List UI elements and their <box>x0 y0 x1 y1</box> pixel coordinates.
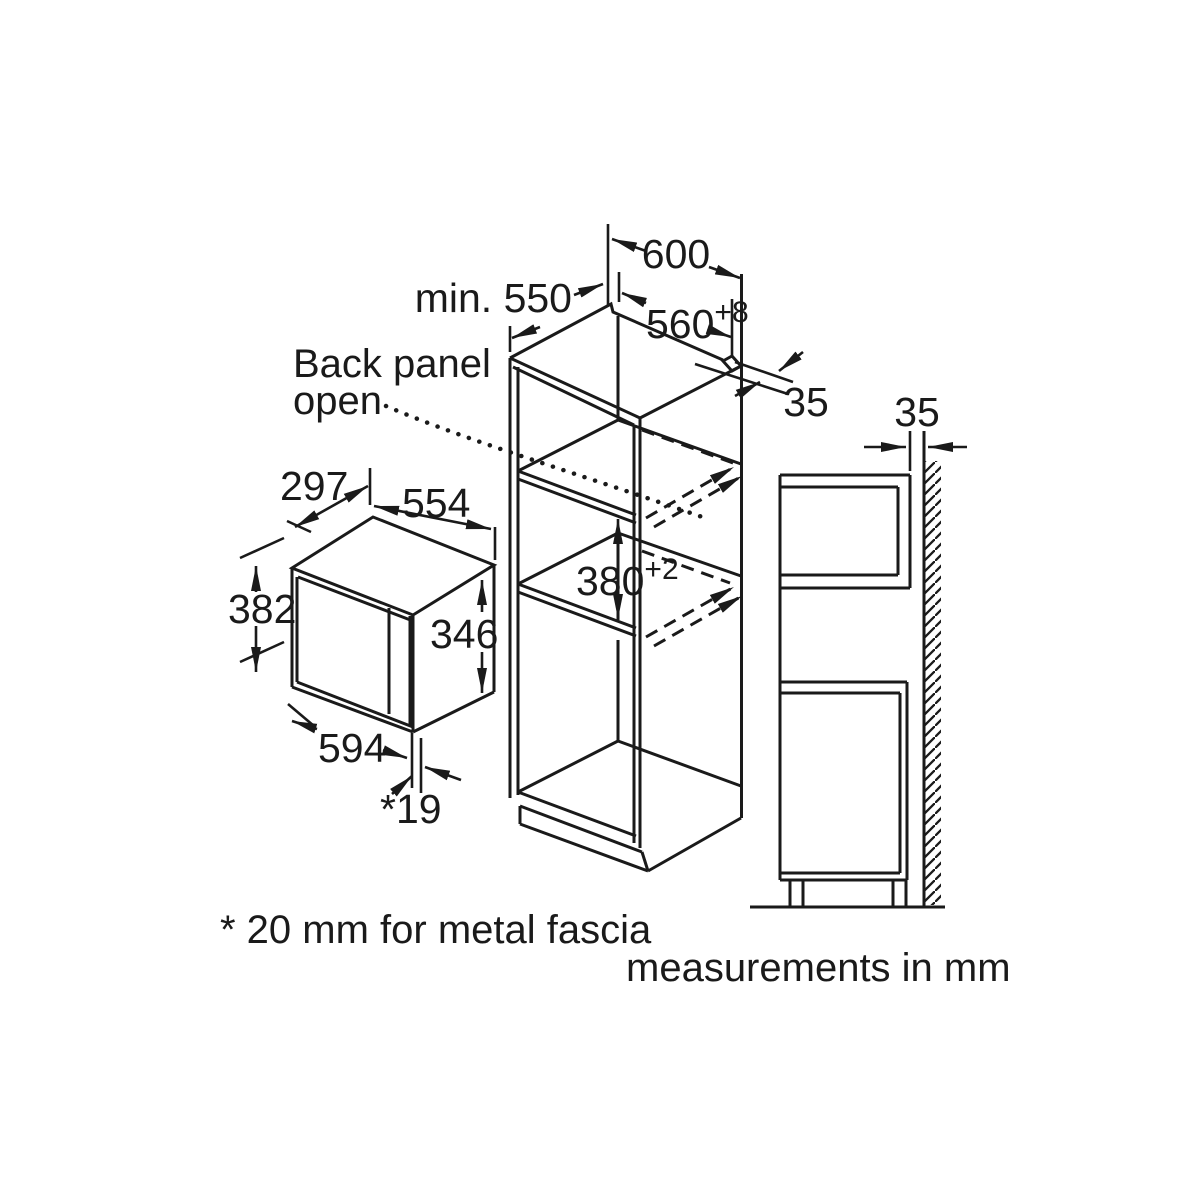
dim-rear-clearance-label: 35 <box>783 379 829 425</box>
svg-text:560+8: 560+8 <box>646 296 749 347</box>
tall-cabinet-isometric <box>508 274 744 873</box>
dim-appliance-height-label: 382 <box>228 586 296 632</box>
svg-text:380+2: 380+2 <box>576 553 679 604</box>
back-panel-note-line2: open <box>293 379 382 423</box>
dim-appliance-rear-height-label: 346 <box>430 611 498 657</box>
dim-niche-height-label: 380 <box>576 558 644 604</box>
microwave-isometric <box>288 515 498 734</box>
open-back-shelf-arrows <box>641 428 743 648</box>
dim-min-depth-label: min. 550 <box>415 275 572 321</box>
dim-wall-clearance-label: 35 <box>894 389 940 435</box>
cabinet-dimensions: 600 560+8 min. 550 35 380+2 <box>415 224 829 619</box>
side-section-view: 35 <box>750 389 967 909</box>
dim-niche-width-label: 560 <box>646 301 714 347</box>
dotted-leader <box>383 403 711 522</box>
dim-niche-width-tolerance: +8 <box>714 296 748 329</box>
dim-cabinet-width-label: 600 <box>642 231 710 277</box>
dim-appliance-body-width-label: 554 <box>402 480 470 526</box>
back-panel-note: Back panel open <box>293 342 711 522</box>
microwave-dimensions: 297 554 382 346 594 *19 <box>228 463 498 832</box>
dim-niche-height-tolerance: +2 <box>644 553 678 586</box>
footnotes: * 20 mm for metal fascia measurements in… <box>220 908 1011 990</box>
dim-door-projection-label: *19 <box>380 786 442 832</box>
units-footnote: measurements in mm <box>626 946 1011 990</box>
wall-hatching <box>925 461 941 905</box>
dim-appliance-depth-label: 297 <box>280 463 348 509</box>
dim-appliance-width-label: 594 <box>318 725 386 771</box>
fascia-footnote: * 20 mm for metal fascia <box>220 908 652 952</box>
back-panel-note-line1: Back panel <box>293 342 491 386</box>
